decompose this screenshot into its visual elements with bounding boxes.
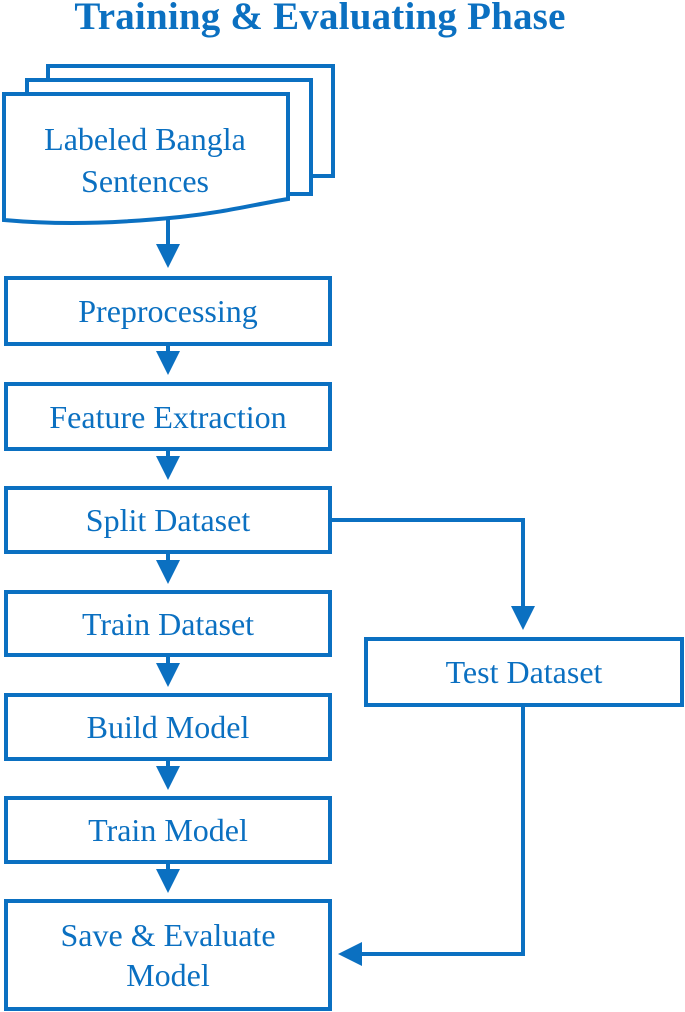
- step-build-model: Build Model: [4, 693, 332, 761]
- document-label-line2: Sentences: [81, 163, 209, 199]
- document-stack-icon: [1, 64, 335, 226]
- step-save-evaluate-model: Save & Evaluate Model: [4, 899, 332, 1011]
- arrow-test-to-save: [338, 707, 525, 966]
- step-feature-extraction-label: Feature Extraction: [49, 398, 287, 435]
- step-test-dataset-label: Test Dataset: [445, 654, 603, 690]
- step-split-dataset: Split Dataset: [4, 486, 332, 554]
- step-preprocessing-label: Preprocessing: [78, 293, 258, 329]
- step-build-model-label: Build Model: [86, 709, 250, 745]
- document-label: Labeled Bangla Sentences: [4, 118, 286, 202]
- step-save-evaluate-line2: Model: [126, 957, 210, 993]
- step-train-dataset-label: Train Dataset: [81, 605, 255, 642]
- document-label-line1: Labeled Bangla: [44, 121, 246, 157]
- step-train-model-label: Train Model: [88, 812, 248, 848]
- step-train-model: Train Model: [4, 796, 332, 864]
- step-test-dataset: Test Dataset: [364, 637, 684, 707]
- diagram-title: Training & Evaluating Phase: [74, 0, 566, 38]
- step-split-dataset-label: Split Dataset: [85, 502, 251, 538]
- step-preprocessing: Preprocessing: [4, 276, 332, 346]
- arrow-split-to-test: [331, 518, 535, 630]
- step-save-evaluate-line1: Save & Evaluate: [60, 917, 276, 953]
- document-page-front: [1, 92, 290, 226]
- step-train-dataset: Train Dataset: [4, 590, 332, 657]
- step-feature-extraction: Feature Extraction: [4, 382, 332, 451]
